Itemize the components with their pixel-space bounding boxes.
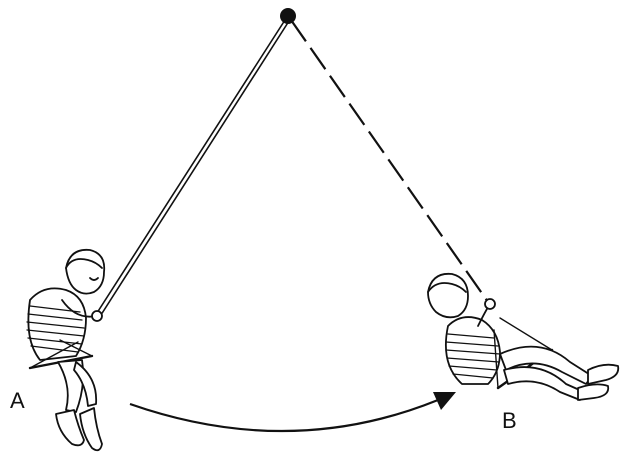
label-b: B [502, 408, 517, 433]
head-a [65, 248, 106, 295]
rope-a [94, 19, 290, 319]
label-a: A [10, 388, 25, 413]
torso-a [27, 287, 87, 361]
child-on-swing-a [26, 248, 106, 452]
motion-arrow [129, 392, 456, 433]
head-b [427, 272, 469, 319]
child-on-swing-b [427, 272, 620, 401]
rope-b [290, 19, 489, 303]
